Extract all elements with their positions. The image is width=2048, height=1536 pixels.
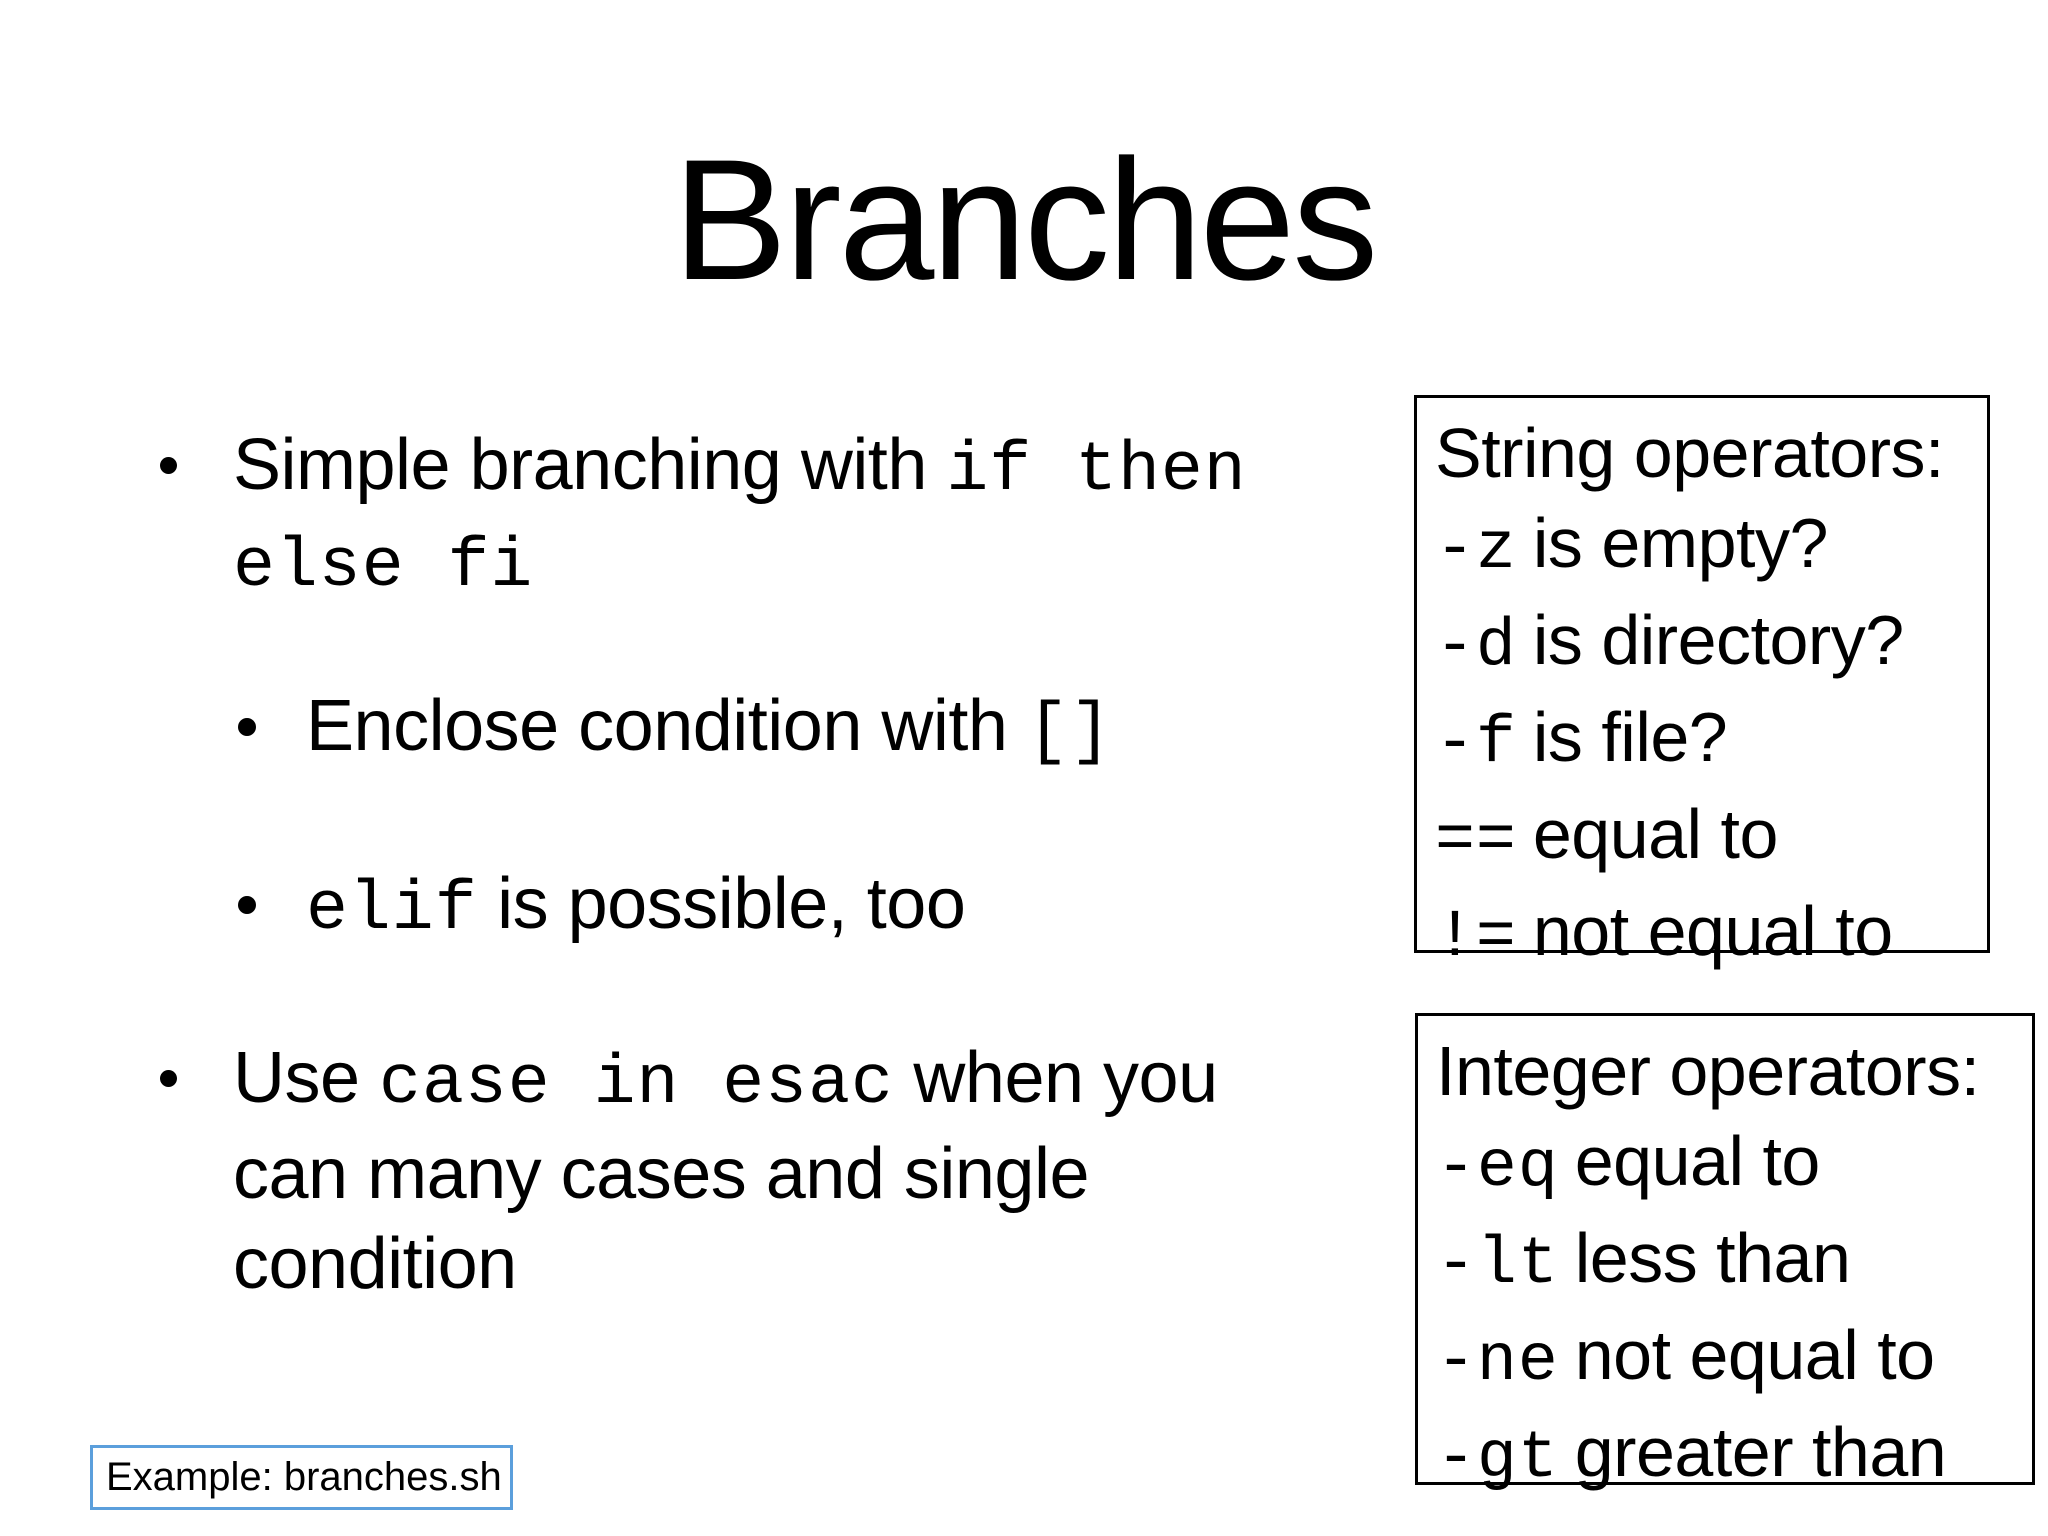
bullet-item-case: Use case in esac when you can many cases … [160,1033,1218,1309]
operator-row: ==equal to [1435,789,1987,886]
bullet-text-plain: Use [233,1038,380,1118]
operator-description: equal to [1574,1122,1821,1200]
operator-description: is file? [1532,698,1728,776]
operator-description: is directory? [1532,601,1904,679]
bullet-text-plain: Simple branching with [233,425,947,505]
operator-code: -ne [1436,1324,1559,1399]
inline-code-else-fi: else fi [233,527,534,606]
inline-code-case-in-esac: case in esac [379,1044,894,1123]
bullet-marker [160,1070,177,1087]
bullet-item-elif: elif is possible, too [238,859,966,955]
inline-code-brackets: [] [1026,692,1113,771]
operator-code: != [1435,900,1517,975]
inline-code-if-then: if then [946,431,1247,510]
operator-code: -f [1435,706,1517,781]
operator-code: -gt [1436,1421,1559,1496]
operator-code: -lt [1436,1227,1559,1302]
bullet-marker [238,718,256,736]
bullet-marker [238,896,256,914]
example-box: Example: branches.sh [90,1445,513,1510]
bullet-text: Simple branching with if then else fi [233,420,1247,612]
slide-title: Branches [672,124,1379,316]
operator-code: -eq [1436,1130,1559,1205]
operator-description: equal to [1532,795,1779,873]
bullet-text-plain: Enclose condition with [306,686,1027,766]
bullet-text: Enclose condition with [] [306,681,1113,777]
bullet-text-plain: can many cases and single [233,1134,1090,1214]
inline-code-elif: elif [306,870,478,949]
example-label: Example: branches.sh [106,1455,502,1499]
operator-description: not equal to [1532,892,1893,970]
operator-row: !=not equal to [1435,886,1987,983]
operator-code: -z [1435,512,1517,587]
integer-operators-title: Integer operators: [1436,1032,1980,1110]
bullet-text-plain: when you [893,1038,1218,1118]
bullet-text-plain: is possible, too [477,864,966,944]
operator-description: less than [1574,1219,1851,1297]
bullet-item-enclose-condition: Enclose condition with [] [238,681,1113,777]
string-operators-title: String operators: [1435,414,1944,492]
operator-description: is empty? [1532,504,1829,582]
operator-description: greater than [1574,1413,1947,1491]
operator-code: -d [1435,609,1517,684]
operator-code: == [1435,803,1517,878]
operator-description: not equal to [1574,1316,1935,1394]
bullet-item-simple-branching: Simple branching with if then else fi [160,420,1247,612]
bullet-text: elif is possible, too [306,859,966,955]
bullet-marker [160,457,177,474]
bullet-text: Use case in esac when you can many cases … [233,1033,1218,1309]
bullet-text-plain: condition [233,1224,517,1304]
